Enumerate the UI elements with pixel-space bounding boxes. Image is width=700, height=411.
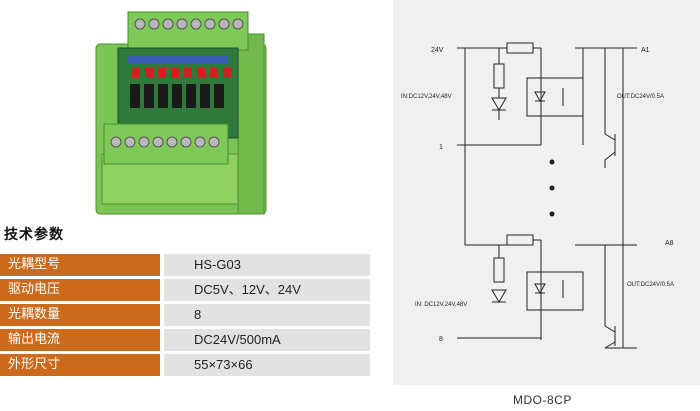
spec-row: 光耦数量 8 [0, 304, 370, 326]
spec-label: 驱动电压 [0, 279, 160, 301]
label-a1: A1 [641, 47, 650, 54]
label-24v: 24V [431, 47, 444, 54]
schematic-diagram: 24V A1 A8 IN:DC12V,24V,48V IN: DC12V,24V… [401, 42, 674, 349]
spec-label: 光耦型号 [0, 254, 160, 276]
spec-label: 外形尺寸 [0, 354, 160, 376]
spec-value: 55×73×66 [164, 354, 370, 376]
spec-value: DC24V/500mA [164, 329, 370, 351]
spec-row: 输出电流 DC24V/500mA [0, 329, 370, 351]
label-out8: OUT:DC24V/0.5A [627, 282, 674, 288]
schematic-caption: MDO-8CP [513, 393, 572, 407]
spec-table: 光耦型号 HS-G03 驱动电压 DC5V、12V、24V 光耦数量 8 输出电… [0, 254, 370, 379]
spec-value: DC5V、12V、24V [164, 279, 370, 301]
label-in1: IN:DC12V,24V,48V [401, 94, 452, 100]
schematic-panel: 24V A1 A8 IN:DC12V,24V,48V IN: DC12V,24V… [393, 0, 700, 385]
spec-label: 光耦数量 [0, 304, 160, 326]
label-pin8: 8 [439, 336, 443, 343]
spec-value: 8 [164, 304, 370, 326]
label-a8: A8 [665, 240, 674, 247]
spec-label: 输出电流 [0, 329, 160, 351]
spec-row: 驱动电压 DC5V、12V、24V [0, 279, 370, 301]
spec-value: HS-G03 [164, 254, 370, 276]
label-pin1: 1 [439, 144, 443, 151]
label-out1: OUT:DC24V/0.5A [617, 94, 664, 100]
product-photo [95, 11, 267, 215]
spec-row: 外形尺寸 55×73×66 [0, 354, 370, 376]
spec-row: 光耦型号 HS-G03 [0, 254, 370, 276]
section-title: 技术参数 [4, 227, 64, 243]
label-in8: IN: DC12V,24V,48V [415, 302, 467, 308]
